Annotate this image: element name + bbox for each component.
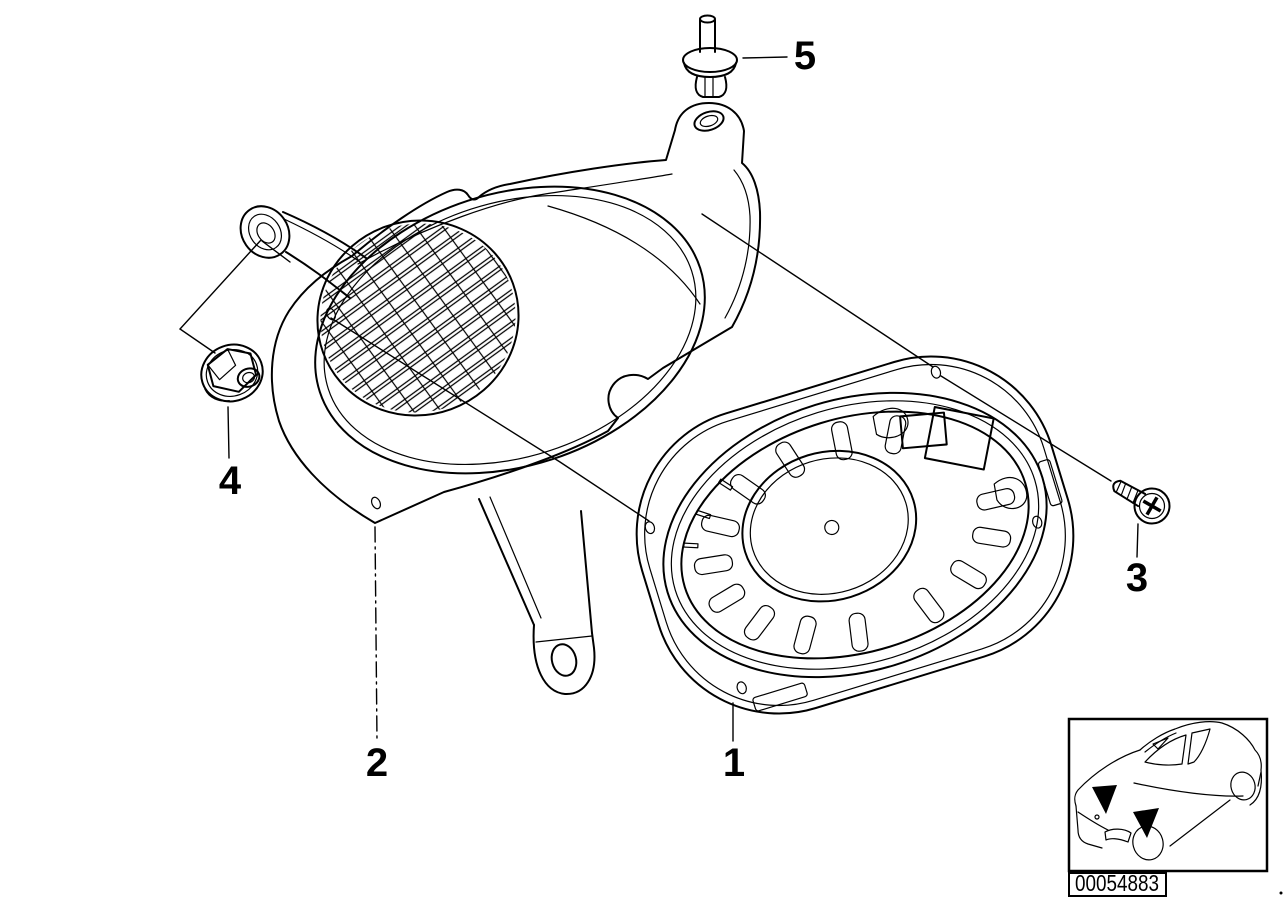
speaker-cone bbox=[741, 449, 918, 603]
speaker-drawing bbox=[635, 355, 1075, 715]
housing-leg bbox=[478, 496, 596, 696]
speaker-hole-left bbox=[644, 521, 656, 535]
housing-flange-hole-bottom bbox=[370, 496, 382, 510]
car-location-icon bbox=[1067, 717, 1269, 873]
phillips-cross-icon bbox=[1142, 496, 1162, 516]
callout-2: 2 bbox=[366, 741, 388, 785]
screw-drawing bbox=[1112, 479, 1171, 525]
grille-mesh bbox=[300, 200, 540, 440]
car-inset-box bbox=[1067, 717, 1269, 873]
part-code: 00054883 bbox=[1075, 870, 1159, 896]
grille-dome bbox=[316, 219, 520, 417]
leader-lines bbox=[178, 56, 1139, 742]
speaker-tab-bottom bbox=[752, 682, 808, 712]
speaker-hole-bottom bbox=[736, 681, 747, 695]
housing-tab-hole bbox=[693, 110, 725, 132]
rivet-drawing bbox=[682, 14, 738, 98]
callout-3: 3 bbox=[1126, 556, 1148, 600]
speaker-terminal bbox=[899, 406, 995, 471]
speaker-hole-right bbox=[1031, 515, 1043, 529]
callout-5: 5 bbox=[794, 34, 816, 78]
speaker-slots bbox=[693, 415, 1016, 655]
part-code-plate: 00054883 bbox=[1068, 870, 1167, 897]
nut-drawing bbox=[200, 343, 264, 403]
location-arrow-front bbox=[1092, 785, 1117, 814]
part-code-box bbox=[1068, 872, 1167, 897]
stray-dot bbox=[1279, 891, 1283, 895]
speaker-hole-top bbox=[930, 365, 942, 379]
housing-drawing bbox=[239, 102, 762, 696]
callout-1: 1 bbox=[723, 741, 745, 785]
location-arrow-door bbox=[1133, 808, 1159, 838]
callout-4: 4 bbox=[219, 459, 242, 503]
